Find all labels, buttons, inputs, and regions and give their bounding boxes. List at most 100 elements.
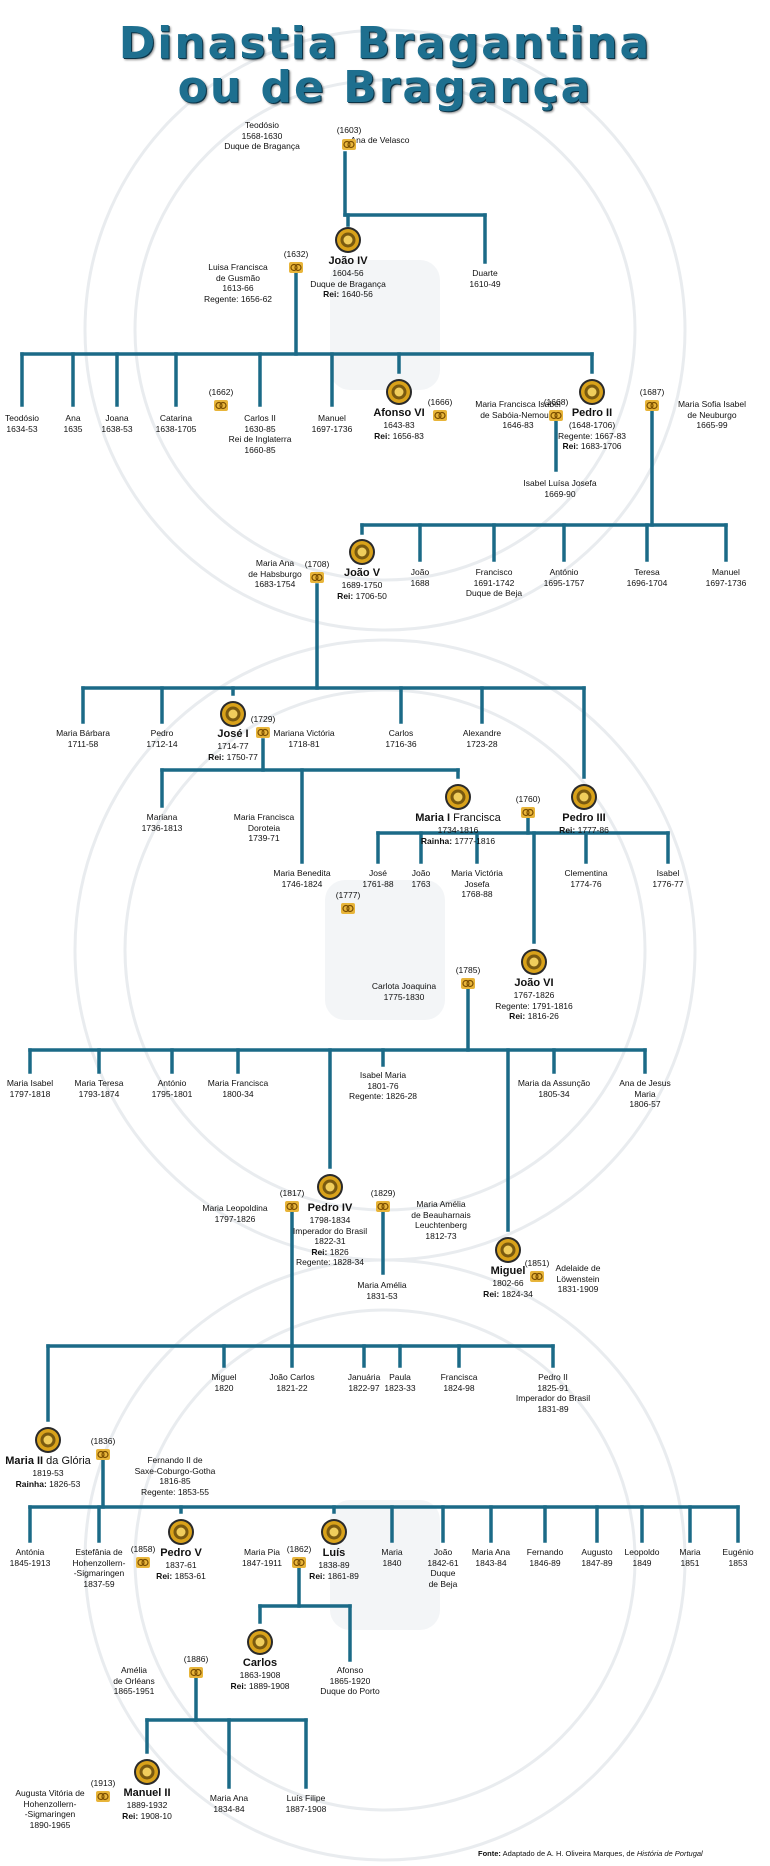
person-detail: de Gusmão xyxy=(216,272,260,283)
person-detail: 1638-1705 xyxy=(155,423,197,434)
person-detail: 1865-1951 xyxy=(113,1686,155,1696)
person-detail: 1851 xyxy=(680,1557,700,1568)
wedding-rings-icon xyxy=(376,1201,390,1212)
reign-label: Rei: xyxy=(323,289,340,299)
person-detail: Maria da Assunção xyxy=(517,1078,591,1088)
royal-medal-icon xyxy=(247,1629,273,1655)
person-detail: Francisca xyxy=(440,1372,478,1382)
person-detail: Maria Ana xyxy=(471,1547,511,1557)
person-detail: de Orléans xyxy=(113,1675,155,1686)
person-detail: Duque do Porto xyxy=(320,1686,380,1696)
person-detail: Joana xyxy=(105,413,129,423)
reign-label: Rei: xyxy=(311,1246,328,1257)
person-detail: Maria Ana xyxy=(255,558,295,568)
person-detail: 1716-36 xyxy=(385,738,417,749)
person-detail: Maria Victória xyxy=(451,868,503,878)
person-name: Pedro V xyxy=(160,1547,202,1559)
person-detail: 1646-83 xyxy=(502,420,534,430)
wedding-rings-icon xyxy=(289,262,303,273)
person-detail: 1643-83 xyxy=(383,420,415,430)
reign-years: 1826-53 xyxy=(49,1478,81,1489)
reign-label: Rainha: xyxy=(15,1478,47,1489)
person-detail: Estefânia de xyxy=(75,1547,123,1557)
person-name-regnal: Maria II xyxy=(5,1455,44,1467)
person-detail: Maria Francisca xyxy=(233,812,295,822)
reign-line: Rainha: 1826-53 xyxy=(5,1479,91,1490)
person-name: Carlos xyxy=(242,1657,278,1669)
person-detail: de Habsburgo xyxy=(248,568,302,579)
person-detail: 1711-58 xyxy=(67,738,99,749)
person-name: João VI xyxy=(514,977,554,989)
reign-line: Rei: 1908-10 xyxy=(122,1811,172,1822)
reign-years: 1640-56 xyxy=(341,289,373,299)
royal-medal-icon xyxy=(579,379,605,405)
person-detail: 1847-89 xyxy=(581,1557,613,1568)
person-name: Maria II da Glória xyxy=(5,1455,91,1468)
person-detail: Manuel xyxy=(318,413,346,423)
wedding-rings-icon xyxy=(285,1201,299,1212)
reign-years: 1656-83 xyxy=(392,430,424,441)
person-detail: Luisa Francisca xyxy=(208,262,268,272)
person-detail: 1767-1826 xyxy=(513,990,555,1000)
person-detail: João Carlos xyxy=(269,1372,315,1382)
person-detail: 1776-77 xyxy=(652,878,684,889)
person-detail: 1890-1965 xyxy=(29,1819,71,1830)
person-detail: 1820 xyxy=(214,1382,234,1393)
marriage-year: (1632) xyxy=(283,249,309,259)
reign-label: Rei: xyxy=(208,751,225,762)
person-detail: Eugénio xyxy=(722,1547,754,1557)
person-detail: João xyxy=(410,567,430,577)
person-detail: Luís Filipe xyxy=(286,1793,326,1803)
marriage-year: (1666) xyxy=(427,397,453,407)
person-detail: Maria Benedita xyxy=(273,868,331,878)
person-detail: Maria Bárbara xyxy=(56,728,110,738)
person-detail: 1834-84 xyxy=(213,1803,245,1814)
person-detail: Augusta Vitória de xyxy=(15,1788,85,1798)
person-detail: 1638-53 xyxy=(101,423,133,434)
person-detail: 1887-1908 xyxy=(285,1803,327,1814)
wedding-rings-icon xyxy=(310,572,324,583)
person-name-rest: Francisca xyxy=(453,812,501,824)
person-detail: Maria xyxy=(679,1547,701,1557)
person-detail: 1823-33 xyxy=(384,1382,416,1393)
person-detail: 1798-1834 xyxy=(309,1215,351,1225)
wedding-rings-icon xyxy=(549,410,563,421)
person-detail: 1604-56 xyxy=(332,268,364,278)
person-detail: Mariana Victória xyxy=(273,728,335,738)
person-name: José I xyxy=(217,728,249,740)
person-detail: 1695-1757 xyxy=(543,577,585,588)
wedding-rings-icon xyxy=(433,410,447,421)
person-detail: Leopoldo xyxy=(624,1547,660,1557)
person-detail: Maria Isabel xyxy=(6,1078,54,1088)
person-detail: 1635 xyxy=(63,423,83,434)
person-detail: Mariana xyxy=(146,812,178,822)
person-detail: 1688 xyxy=(410,577,430,588)
person-name: Pedro III xyxy=(562,812,606,824)
marriage-year: (1851) xyxy=(524,1258,550,1268)
reign-years: 1706-50 xyxy=(355,590,387,601)
person-detail: 1825-91 xyxy=(537,1382,569,1393)
reign-line: Rei: 1706-50 xyxy=(337,591,387,602)
person-detail: Doroteia xyxy=(247,822,281,833)
reign-years: 1853-61 xyxy=(174,1570,206,1581)
marriage-year: (1760) xyxy=(515,794,541,804)
person-detail: 1800-34 xyxy=(222,1088,254,1099)
wedding-rings-icon xyxy=(214,400,228,411)
